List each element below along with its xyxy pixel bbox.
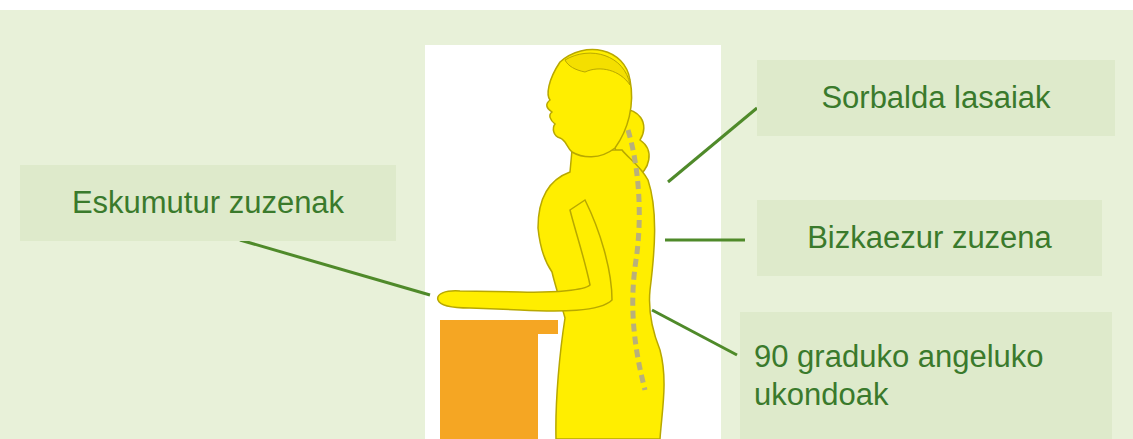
leader-line xyxy=(668,108,757,182)
label-text: Sorbalda lasaiak xyxy=(821,79,1050,117)
spine-line xyxy=(628,130,645,390)
label-box: Sorbalda lasaiak xyxy=(757,60,1115,136)
leader-line xyxy=(240,240,430,295)
counter-notch xyxy=(538,334,558,439)
figure-panel xyxy=(425,45,721,439)
label-box: 90 graduko angeluko ukondoak xyxy=(740,312,1112,439)
leader-line xyxy=(652,310,737,355)
leader-line xyxy=(665,239,745,242)
hair xyxy=(565,53,630,85)
label-text: 90 graduko angeluko ukondoak xyxy=(754,338,1102,414)
counter xyxy=(440,320,558,439)
label-text: Eskumutur zuzenak xyxy=(72,184,344,222)
head xyxy=(547,50,632,157)
label-text: Bizkaezur zuzena xyxy=(807,219,1052,257)
arm xyxy=(438,200,612,311)
label-box: Eskumutur zuzenak xyxy=(20,165,396,241)
label-box: Bizkaezur zuzena xyxy=(757,200,1102,276)
background-panel xyxy=(0,10,1133,439)
